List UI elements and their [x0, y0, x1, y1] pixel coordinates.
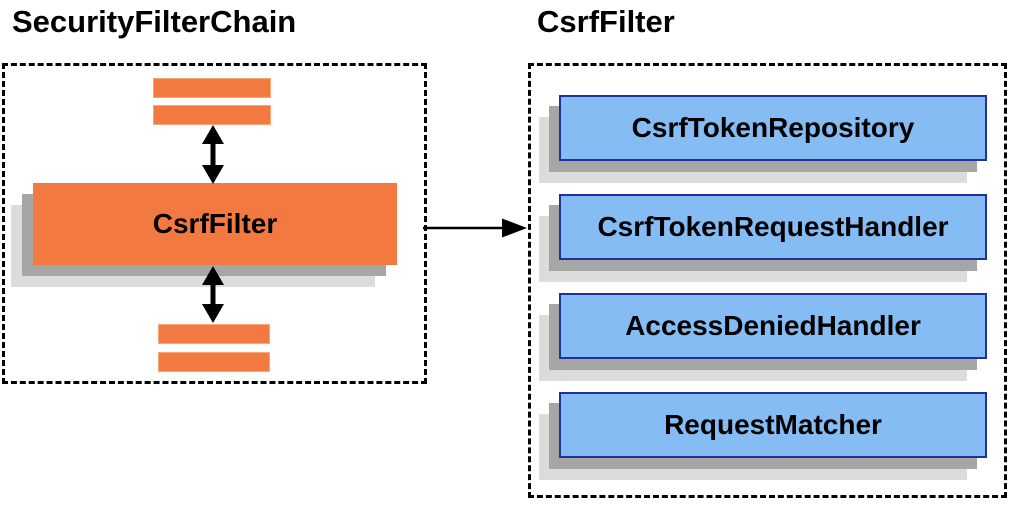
csrf-filter-box: CsrfFilter — [33, 183, 397, 265]
component-box: CsrfTokenRequestHandler — [559, 194, 987, 260]
csrf-filter-card-stack: CsrfFilter — [11, 183, 397, 288]
component-row-csrf-token-repository: CsrfTokenRepository — [539, 95, 987, 183]
csrf-filter-box-label: CsrfFilter — [152, 208, 278, 239]
component-box: RequestMatcher — [559, 392, 987, 458]
component-label: CsrfTokenRequestHandler — [597, 211, 949, 242]
filter-placeholder-bar — [153, 105, 271, 125]
security-filter-chain-title: SecurityFilterChain — [12, 4, 297, 39]
component-label: CsrfTokenRepository — [631, 112, 915, 143]
component-label: AccessDeniedHandler — [625, 310, 921, 341]
security-filter-chain-container — [2, 63, 427, 384]
component-label: RequestMatcher — [664, 409, 882, 440]
filter-placeholder-bar — [153, 78, 271, 98]
component-row-access-denied-handler: AccessDeniedHandler — [539, 293, 987, 381]
component-row-csrf-token-request-handler: CsrfTokenRequestHandler — [539, 194, 987, 282]
filter-placeholder-bar — [158, 352, 270, 372]
component-box: CsrfTokenRepository — [559, 95, 987, 161]
filter-placeholder-bar — [158, 324, 270, 344]
csrf-filter-container — [528, 63, 1007, 498]
csrf-filter-title: CsrfFilter — [537, 4, 675, 39]
component-box: AccessDeniedHandler — [559, 293, 987, 359]
component-row-request-matcher: RequestMatcher — [539, 392, 987, 480]
arrow-right-icon — [423, 218, 527, 238]
